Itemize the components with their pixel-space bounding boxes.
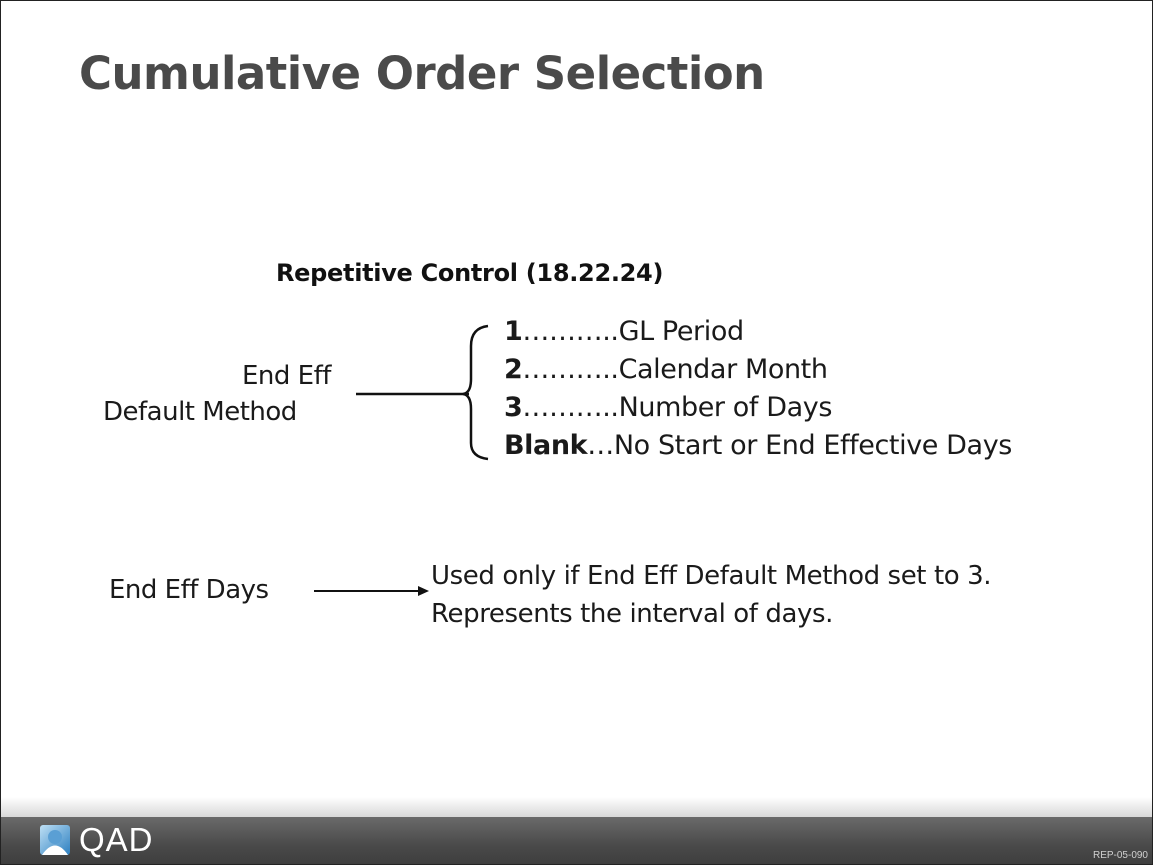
option-row: 2………..Calendar Month bbox=[504, 351, 1012, 389]
qad-logo-icon bbox=[40, 825, 70, 855]
qad-logo: QAD bbox=[39, 823, 154, 857]
usage-description: Used only if End Eff Default Method set … bbox=[431, 557, 992, 633]
method-options-list: 1………..GL Period 2………..Calendar Month 3……… bbox=[504, 313, 1012, 465]
option-key: 3 bbox=[504, 392, 523, 423]
option-key: 2 bbox=[504, 354, 523, 385]
option-dots: ……….. bbox=[522, 392, 619, 423]
option-dots: ……….. bbox=[522, 316, 619, 347]
end-eff-days-label: End Eff Days bbox=[109, 575, 269, 605]
default-method-label: Default Method bbox=[103, 397, 297, 427]
option-dots: ……….. bbox=[522, 354, 619, 385]
option-key: 1 bbox=[504, 316, 523, 347]
usage-line-1: Used only if End Eff Default Method set … bbox=[431, 561, 992, 591]
slide-title: Cumulative Order Selection bbox=[79, 47, 765, 100]
section-subtitle: Repetitive Control (18.22.24) bbox=[276, 259, 664, 287]
end-eff-label: End Eff bbox=[242, 361, 331, 391]
option-text: Calendar Month bbox=[618, 354, 828, 385]
logo-text: QAD bbox=[79, 821, 154, 858]
option-key: Blank bbox=[504, 430, 588, 461]
footer-fade bbox=[1, 797, 1152, 817]
option-text: GL Period bbox=[618, 316, 745, 347]
option-dots: … bbox=[587, 430, 614, 461]
curly-brace-icon bbox=[462, 324, 489, 461]
arrow-head-icon bbox=[418, 586, 429, 596]
option-row: Blank…No Start or End Effective Days bbox=[504, 427, 1012, 465]
footer-bar: QAD REP-05-090 bbox=[1, 817, 1152, 864]
slide-code: REP-05-090 bbox=[1092, 850, 1148, 861]
option-text: Number of Days bbox=[618, 392, 833, 423]
option-text: No Start or End Effective Days bbox=[613, 430, 1013, 461]
option-row: 3………..Number of Days bbox=[504, 389, 1012, 427]
usage-line-2: Represents the interval of days. bbox=[431, 599, 834, 629]
option-row: 1………..GL Period bbox=[504, 313, 1012, 351]
